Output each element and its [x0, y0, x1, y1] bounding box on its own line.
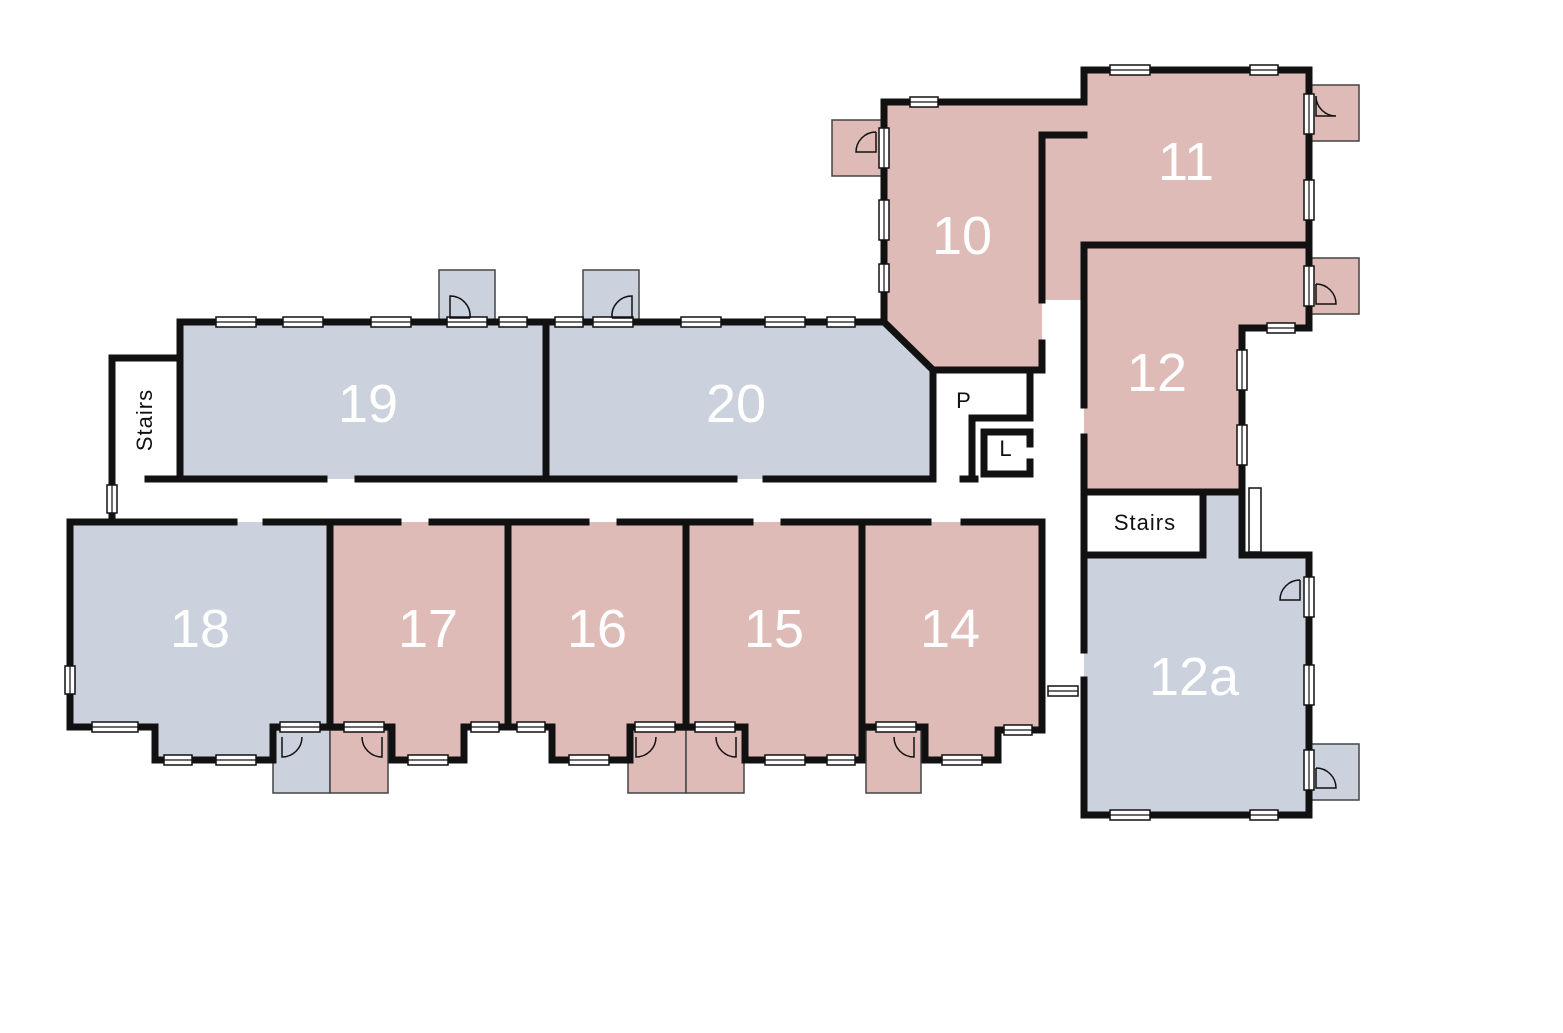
window: [498, 316, 528, 328]
window: [554, 316, 584, 328]
room-label-16: 16: [567, 599, 627, 659]
window: [1266, 322, 1296, 334]
window: [826, 316, 856, 328]
door-20[interactable]: [611, 295, 633, 319]
room-15-area[interactable]: [686, 522, 862, 760]
window: [878, 263, 890, 293]
window: [909, 96, 939, 108]
window: [1047, 685, 1079, 697]
room-label-18: 18: [170, 599, 230, 659]
room-label-11: 11: [1158, 132, 1214, 192]
porch-16: [627, 729, 687, 794]
window: [106, 484, 118, 514]
window: [1303, 93, 1315, 135]
window: [370, 316, 412, 328]
room-label-10: 10: [932, 206, 992, 266]
porch-11: [1308, 84, 1360, 142]
window: [1109, 64, 1151, 76]
room-label-19: 19: [338, 374, 398, 434]
window: [592, 316, 634, 328]
room-14-area[interactable]: [862, 522, 1042, 760]
window: [680, 316, 722, 328]
window: [470, 721, 500, 733]
room-10-area[interactable]: [884, 102, 1084, 370]
room-label-12: 12: [1127, 343, 1187, 403]
door-11[interactable]: [1315, 95, 1337, 117]
window: [407, 754, 449, 766]
room-12-area[interactable]: [1084, 245, 1309, 492]
window: [215, 754, 257, 766]
room-12a-area[interactable]: [1084, 492, 1309, 815]
stairs-label-right: Stairs: [1114, 510, 1176, 535]
window: [878, 199, 890, 241]
window: [694, 721, 736, 733]
window: [282, 316, 324, 328]
porch-14: [865, 729, 922, 794]
window: [279, 721, 321, 733]
window: [1248, 487, 1262, 553]
window: [764, 316, 806, 328]
window: [826, 754, 856, 766]
porch-12a: [1308, 743, 1360, 801]
window: [1303, 265, 1315, 307]
room-17-area[interactable]: [330, 522, 508, 760]
window: [1303, 749, 1315, 791]
window: [764, 754, 806, 766]
door-16[interactable]: [635, 736, 657, 758]
room-label-17: 17: [398, 599, 458, 659]
window: [568, 754, 610, 766]
door-17[interactable]: [361, 736, 383, 758]
windows: [64, 64, 1315, 821]
door-19[interactable]: [449, 295, 471, 319]
door-15[interactable]: [715, 736, 737, 758]
window: [1236, 349, 1248, 391]
room-label-15: 15: [744, 599, 804, 659]
door-12a-lower[interactable]: [1315, 767, 1337, 789]
window: [878, 127, 890, 169]
window: [163, 754, 193, 766]
room-label-12a: 12a: [1149, 647, 1240, 707]
door-18[interactable]: [281, 736, 303, 758]
window: [446, 316, 488, 328]
door-12a-upper[interactable]: [1279, 579, 1301, 601]
window: [1303, 576, 1315, 618]
cupboard-label-l: L: [999, 436, 1012, 461]
room-18-area[interactable]: [70, 522, 330, 760]
window: [215, 316, 257, 328]
window: [1109, 809, 1151, 821]
window: [1249, 809, 1279, 821]
room-label-14: 14: [920, 599, 980, 659]
cupboard-label-p: P: [956, 388, 972, 413]
window: [875, 721, 917, 733]
window: [1003, 724, 1033, 736]
window: [1249, 64, 1279, 76]
window: [516, 721, 546, 733]
window: [1303, 664, 1315, 706]
room-20-area[interactable]: [546, 322, 933, 479]
window: [91, 721, 139, 733]
window: [941, 754, 983, 766]
window: [1236, 424, 1248, 466]
room-label-20: 20: [706, 374, 766, 434]
stairs-label-left: Stairs: [132, 389, 157, 451]
room-labels: 19 20 18 17 16 15 14 10 11 12 12a Stairs…: [132, 132, 1240, 707]
door-12[interactable]: [1315, 283, 1337, 305]
window: [1303, 179, 1315, 221]
room-fills: [70, 70, 1360, 815]
porch-19: [438, 269, 496, 323]
room-19-area[interactable]: [180, 322, 546, 479]
door-14[interactable]: [893, 736, 915, 758]
window: [64, 665, 76, 695]
window: [634, 721, 676, 733]
porch-17: [329, 729, 389, 794]
window: [343, 721, 385, 733]
door-10[interactable]: [855, 131, 877, 153]
room-16-area[interactable]: [508, 522, 686, 760]
doors: [281, 95, 1337, 789]
